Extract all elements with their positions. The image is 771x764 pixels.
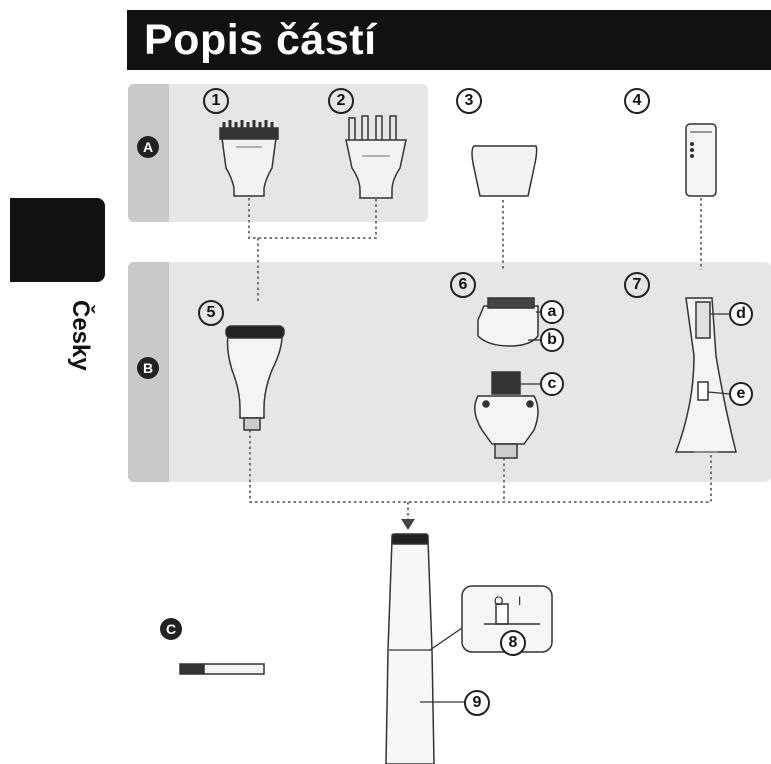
part-number-6: 6 bbox=[450, 272, 476, 298]
cleaning-brush-icon bbox=[179, 663, 265, 675]
body-trimmer-head-icon bbox=[225, 325, 285, 431]
trimmer-cap-icon bbox=[685, 123, 717, 197]
connector-heads bbox=[249, 430, 712, 503]
sub-part-e: e bbox=[729, 382, 753, 406]
group-badge-c: C bbox=[160, 618, 182, 640]
connector-combs bbox=[248, 198, 377, 239]
title-bar bbox=[127, 10, 771, 70]
arrow-down-icon bbox=[401, 519, 415, 530]
shaver-cap-icon bbox=[477, 297, 539, 347]
main-body-icon bbox=[385, 533, 478, 764]
protective-cap-icon bbox=[471, 145, 538, 197]
sub-part-b: b bbox=[540, 328, 564, 352]
switch-off-mark: O bbox=[494, 594, 504, 608]
part-number-2: 2 bbox=[328, 88, 354, 114]
language-tab bbox=[10, 198, 105, 282]
sub-part-a: a bbox=[540, 300, 564, 324]
page-title: Popis částí bbox=[144, 16, 377, 64]
sub-part-c: c bbox=[540, 372, 564, 396]
part-number-1: 1 bbox=[203, 88, 229, 114]
part-number-4: 4 bbox=[624, 88, 650, 114]
sub-part-d: d bbox=[729, 302, 753, 326]
shaver-head-icon bbox=[474, 371, 539, 459]
comb-short-icon bbox=[219, 127, 279, 197]
part-number-8: 8 bbox=[500, 630, 526, 656]
comb-long-icon bbox=[345, 115, 407, 199]
part-number-7: 7 bbox=[624, 272, 650, 298]
group-badge-b: B bbox=[137, 357, 159, 379]
group-badge-a: A bbox=[137, 136, 159, 158]
part-number-3: 3 bbox=[456, 88, 482, 114]
switch-on-mark: I bbox=[518, 594, 522, 608]
part-number-9: 9 bbox=[464, 690, 490, 716]
detail-trimmer-icon bbox=[674, 297, 737, 453]
part-number-5: 5 bbox=[198, 300, 224, 326]
